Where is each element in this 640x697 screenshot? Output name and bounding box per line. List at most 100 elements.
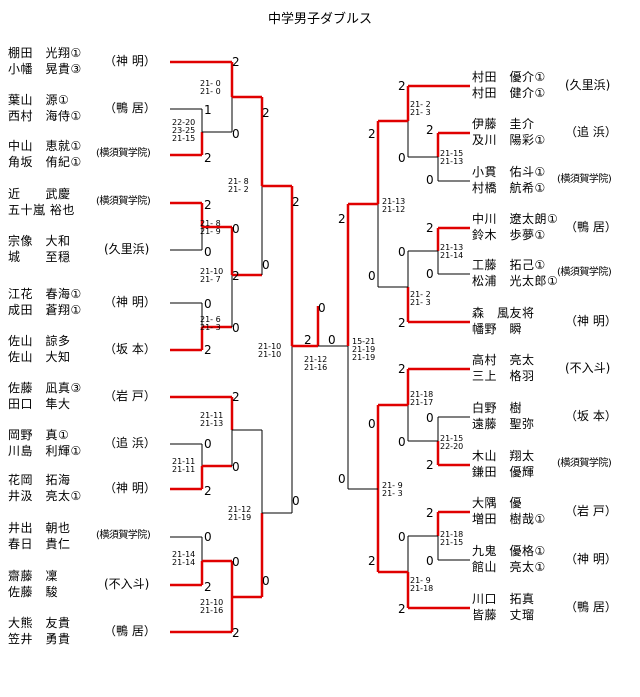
score: 2 [426,221,434,235]
set-scores: 21-10 21-16 [200,598,224,615]
score: 2 [426,123,434,137]
right-team-school: (横須賀学院) [557,174,612,185]
right-team-player2: 鈴木 歩夢① [472,228,546,242]
score: 2 [232,269,240,283]
left-team-school: (不入斗) [104,577,150,591]
score: 2 [368,554,376,568]
left-team-school: （追 浜） [104,436,156,450]
score: 0 [426,267,434,281]
score: 0 [426,173,434,187]
left-team-school: （坂 本） [104,342,156,356]
set-scores: 21- 9 21- 3 [382,481,403,498]
left-team-player2: 春日 貴仁 [8,537,71,551]
set-scores: 21- 8 21- 9 [200,219,221,236]
right-team-school: (横須賀学院) [557,267,612,278]
score: 2 [262,106,270,120]
score: 0 [232,555,240,569]
left-team-school: （神 明） [104,54,156,68]
right-team-player2: 及川 陽彩① [472,133,546,147]
score: 2 [368,127,376,141]
score: 0 [398,245,406,259]
left-team-player2: 笠井 勇貴 [8,632,71,646]
right-team-school: （岩 戸） [565,504,617,518]
left-team-player1: 中山 恵就① [8,139,82,153]
set-scores: 21- 2 21- 3 [410,100,431,117]
right-team-school: （追 浜） [565,125,617,139]
score: 2 [398,362,406,376]
right-team-school: (久里浜) [565,78,611,92]
right-team-player1: 木山 翔太 [472,449,535,463]
right-team-player1: 村田 優介① [472,70,546,84]
left-team-player2: 佐山 大知 [8,350,71,364]
left-team-school: （神 明） [104,481,156,495]
right-team-player2: 増田 樹哉① [472,512,546,526]
set-scores: 21-10 21- 7 [200,267,224,284]
score: 1 [204,103,212,117]
score: 2 [232,390,240,404]
set-scores: 21-15 21-13 [440,149,464,166]
score: 2 [232,55,240,69]
left-team-player2: 井汲 亮太① [8,489,82,503]
left-team-player2: 川島 利輝① [8,444,82,458]
set-scores: 21-18 21-17 [410,390,434,407]
score: 0 [398,151,406,165]
right-team-player1: 白野 樹 [472,401,523,415]
left-team-player1: 井出 朝也 [8,521,71,535]
left-team-player1: 岡野 真① [8,428,70,442]
left-team-school: (横須賀学院) [96,530,151,541]
left-team-school: （鴨 居） [104,624,156,638]
score: 0 [368,417,376,431]
left-team-player2: 成田 蒼翔① [8,303,82,317]
score: 2 [398,316,406,330]
set-scores: 21- 9 21-18 [410,576,434,593]
left-team-player1: 江花 春海① [8,287,82,301]
set-scores: 21- 0 21- 0 [200,79,221,96]
score: 0 [426,411,434,425]
score: 2 [204,484,212,498]
right-team-player2: 三上 格羽 [472,369,535,383]
left-team-player2: 城 至穏 [8,250,71,264]
left-team-player2: 小幡 晃貴③ [8,62,82,76]
left-team-player2: 五十嵐 裕也 [8,203,75,217]
right-team-school: （神 明） [565,314,617,328]
set-scores: 21-11 21-11 [172,457,196,474]
set-scores: 21-13 21-14 [440,243,464,260]
page-title: 中学男子ダブルス [267,12,372,27]
score: 2 [232,626,240,640]
left-team-player2: 田口 隼大 [8,397,71,411]
right-team-player1: 川口 拓真 [472,592,535,606]
right-team-player2: 館山 亮太① [472,560,546,574]
score: 2 [398,79,406,93]
right-team-player2: 遠藤 聖弥 [472,417,535,431]
score: 2 [292,195,300,209]
set-scores: 21-12 21-19 [228,505,252,522]
score: 2 [398,602,406,616]
right-team-player2: 鎌田 優輝 [472,465,535,479]
left-team-school: (横須賀学院) [96,148,151,159]
right-team-player1: 小貫 佑斗① [472,165,546,179]
right-team-school: (横須賀学院) [557,458,612,469]
left-team-player1: 佐山 諒多 [8,334,71,348]
right-team-player2: 村田 健介① [472,86,546,100]
score: 0 [204,530,212,544]
score: 0 [338,472,346,486]
score: 0 [262,574,270,588]
left-team-player2: 西村 海侍① [8,109,82,123]
score: 2 [426,506,434,520]
score: 0 [426,554,434,568]
score: 0 [318,301,326,315]
set-scores: 21-12 21-16 [304,355,328,372]
right-team-player2: 皆藤 丈瑠 [472,608,535,622]
left-team-player2: 角坂 侑紀① [8,155,82,169]
score: 2 [304,333,312,347]
left-team-school: （神 明） [104,295,156,309]
left-team-player1: 葉山 源① [8,93,70,107]
right-team-school: （鴨 居） [565,600,617,614]
set-scores: 21- 6 21- 3 [200,315,221,332]
score: 0 [262,258,270,272]
right-team-player1: 大隅 優 [472,496,523,510]
right-team-player1: 森 風友将 [472,306,535,320]
score: 2 [204,343,212,357]
set-scores: 21-13 21-12 [382,197,406,214]
